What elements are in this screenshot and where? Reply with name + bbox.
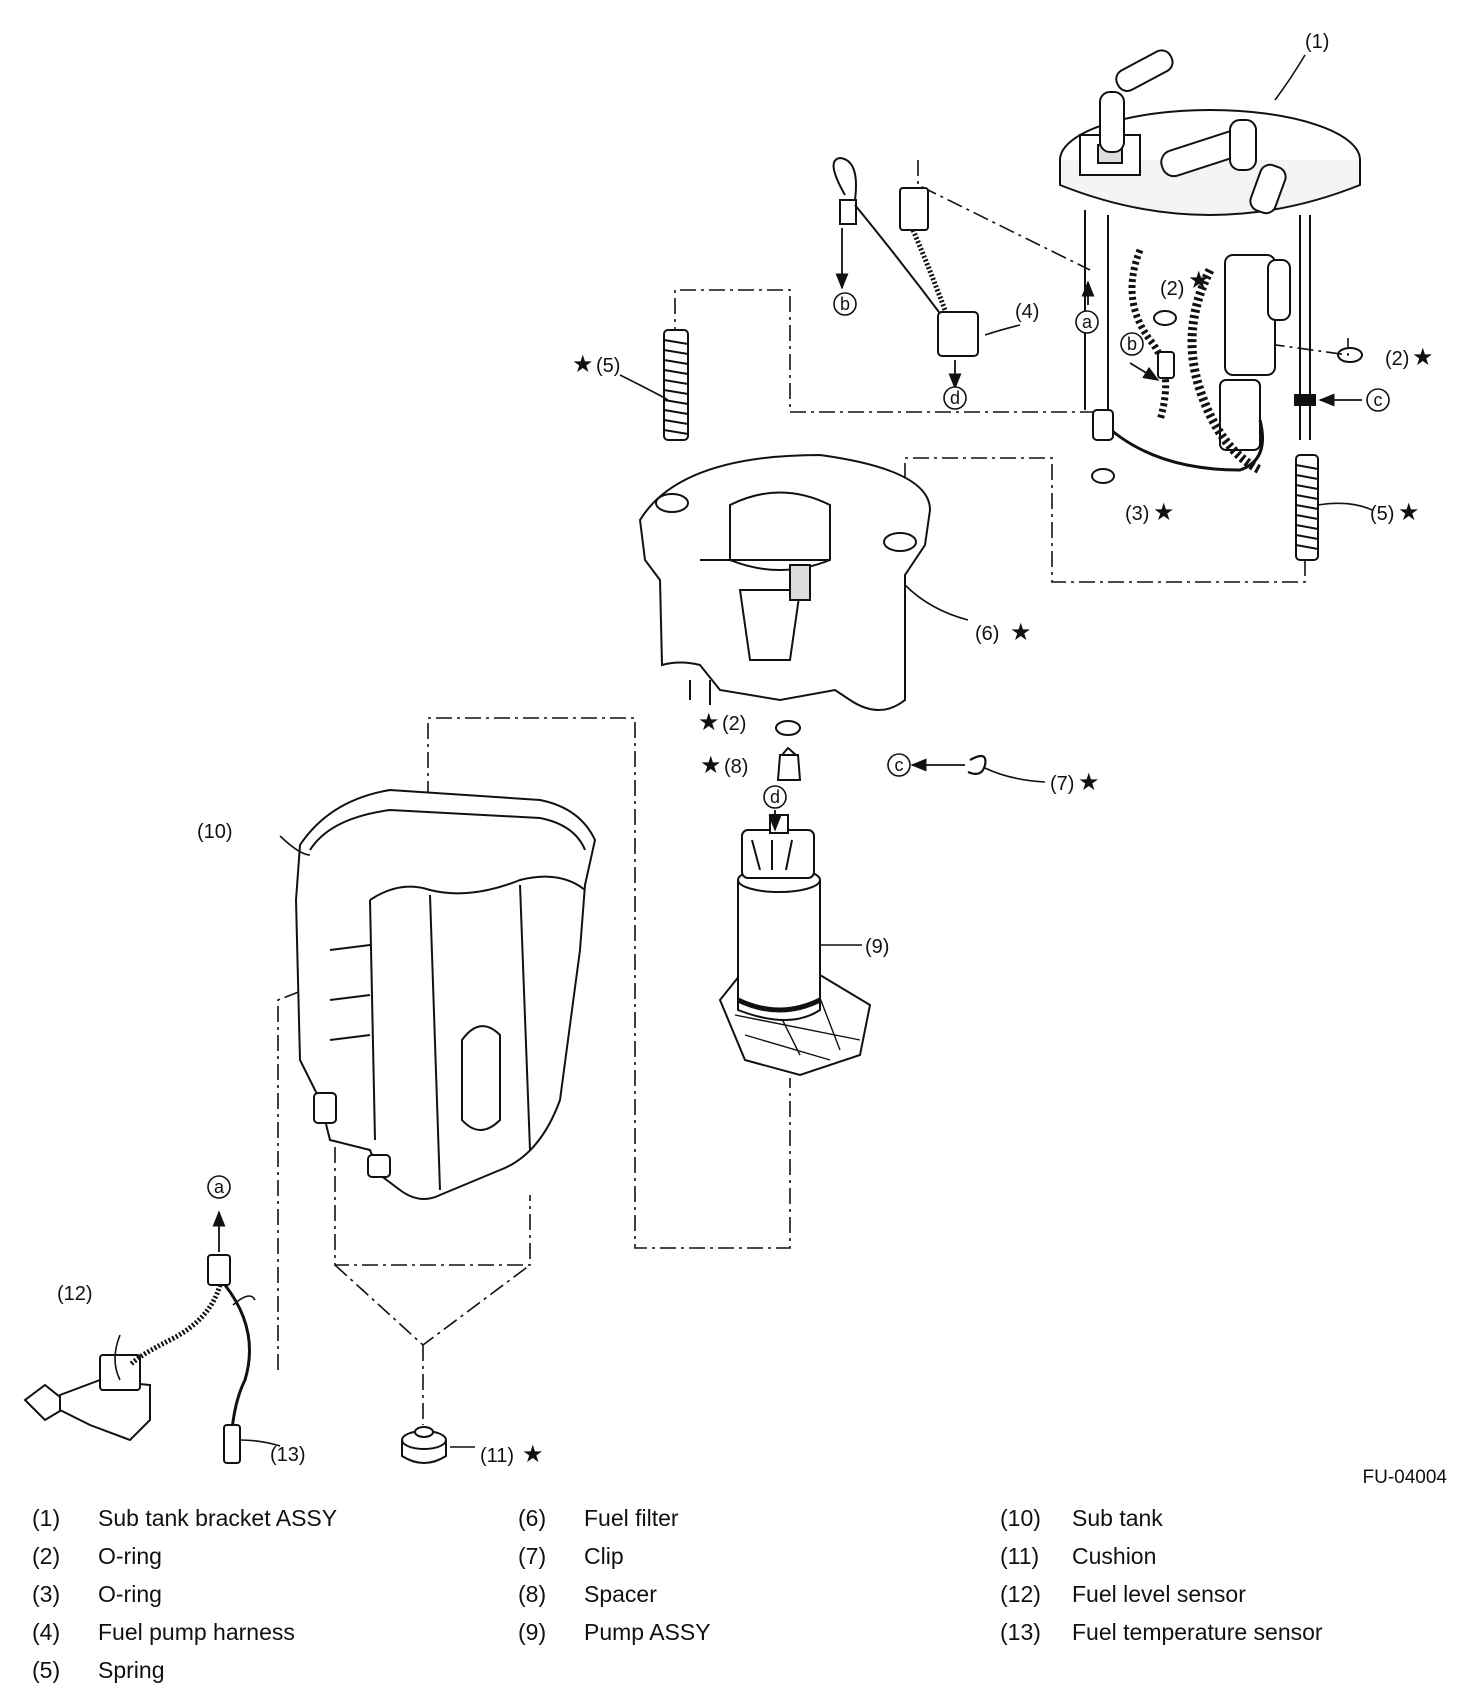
fuel-level-sensor (23, 1254, 251, 1442)
legend-text-10: Sub tank (1072, 1505, 1163, 1531)
connector-a-bracket: a (1082, 312, 1093, 332)
connector-d-pump: d (770, 787, 780, 807)
callout-13: (13) (270, 1444, 306, 1466)
legend-text-2: O-ring (98, 1543, 162, 1569)
legend-num-3: (3) (32, 1581, 61, 1607)
spring-left (663, 329, 689, 441)
callout-3: (3) (1125, 503, 1149, 525)
fuel-pump-harness (832, 156, 979, 357)
fuel-filter (638, 453, 932, 711)
connector-d-harness: d (950, 388, 960, 408)
spring-right (1295, 454, 1319, 561)
connector-c-bracket: c (1374, 390, 1383, 410)
star-7: ★ (1078, 769, 1100, 796)
legend-num-2: (2) (32, 1543, 61, 1569)
leader-lines (114, 54, 1373, 1448)
star-11: ★ (522, 1441, 544, 1468)
legend-num-1: (1) (32, 1505, 61, 1531)
callout-6: (6) (975, 623, 999, 645)
pump-assy (718, 814, 872, 1077)
legend-num-4: (4) (32, 1619, 61, 1645)
legend-text-9: Pump ASSY (584, 1619, 711, 1645)
callout-4: (4) (1015, 301, 1039, 323)
legend-num-10: (10) (1000, 1505, 1041, 1531)
legend-num-7: (7) (518, 1543, 547, 1569)
star-3: ★ (1153, 499, 1175, 526)
star-8: ★ (700, 752, 722, 779)
callout-2-center: (2) (722, 713, 746, 735)
callouts: (1) (2) ★ (2) ★ ★ (2) (3) ★ (4) ★ (5) (5… (57, 31, 1447, 1488)
arrows (212, 228, 1362, 1252)
star-6: ★ (1010, 619, 1032, 646)
callout-5-left: (5) (596, 355, 620, 377)
connector-b-harness: b (840, 294, 850, 314)
fuel-temperature-sensor (223, 1424, 241, 1464)
legend-text-8: Spacer (584, 1581, 657, 1607)
connector-circles (207, 292, 1390, 1199)
callout-1: (1) (1305, 31, 1329, 53)
star-2-right: ★ (1412, 344, 1434, 371)
sub-tank-bracket-assy (1059, 49, 1361, 475)
callout-2-right: (2) (1385, 348, 1409, 370)
clip (967, 754, 987, 775)
connector-a-sensor: a (214, 1177, 225, 1197)
connector-letters: a b b d d c c a (214, 294, 1383, 1197)
star-2-top: ★ (1188, 267, 1210, 294)
legend-text-5: Spring (98, 1657, 165, 1683)
legend-text-4: Fuel pump harness (98, 1619, 295, 1645)
connector-c-clip: c (895, 755, 904, 775)
callout-5-right: (5) (1370, 503, 1394, 525)
legend-text-3: O-ring (98, 1581, 162, 1607)
legend-num-13: (13) (1000, 1619, 1041, 1645)
figure-code: FU-04004 (1363, 1467, 1448, 1488)
o-rings (775, 310, 1363, 736)
legend-num-5: (5) (32, 1657, 61, 1683)
legend-text-13: Fuel temperature sensor (1072, 1619, 1323, 1645)
spacer (776, 746, 802, 781)
callout-7: (7) (1050, 773, 1074, 795)
legend-num-8: (8) (518, 1581, 547, 1607)
callout-9: (9) (865, 936, 889, 958)
callout-2-top: (2) (1160, 278, 1184, 300)
legend-text-11: Cushion (1072, 1543, 1157, 1569)
legend-text-6: Fuel filter (584, 1505, 679, 1531)
callout-11: (11) (480, 1445, 514, 1467)
legend-text-12: Fuel level sensor (1072, 1581, 1246, 1607)
callout-8: (8) (724, 756, 748, 778)
callout-12: (12) (57, 1283, 93, 1305)
legend-num-12: (12) (1000, 1581, 1041, 1607)
legend-num-6: (6) (518, 1505, 547, 1531)
legend-text-7: Clip (584, 1543, 624, 1569)
sub-tank (294, 788, 597, 1200)
star-2-center: ★ (698, 709, 720, 736)
legend-num-9: (9) (518, 1619, 547, 1645)
connector-b-bracket: b (1127, 334, 1137, 354)
star-5-left: ★ (572, 351, 594, 378)
exploded-view-diagram: a b b d d c c a (1) (2) ★ (2) ★ ★ (2) (3… (23, 31, 1447, 1488)
callout-10: (10) (197, 821, 233, 843)
cushion (401, 1426, 447, 1464)
star-5-right: ★ (1398, 499, 1420, 526)
legend-text-1: Sub tank bracket ASSY (98, 1505, 338, 1531)
legend-num-11: (11) (1000, 1543, 1040, 1569)
